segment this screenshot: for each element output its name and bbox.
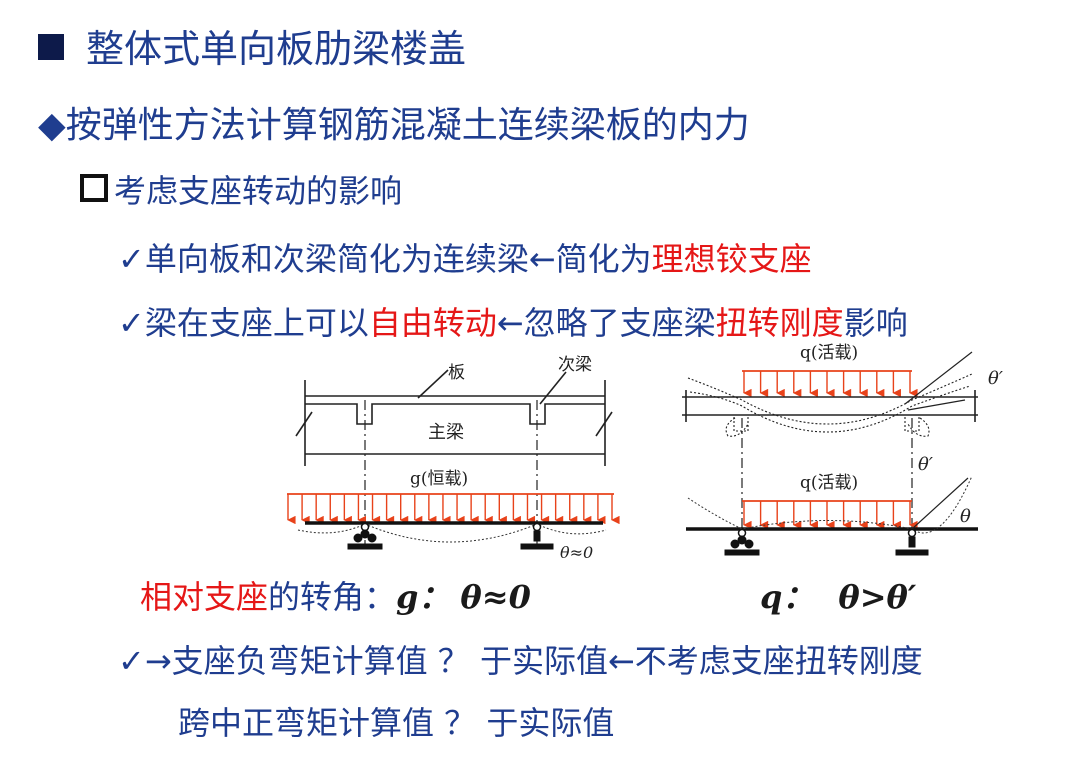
label-theta-bottom: θ (960, 506, 971, 527)
label-theta-prime-top: θ′ (988, 368, 1003, 389)
diamond-icon: ◆ (38, 105, 66, 146)
label-secondary-beam: 次梁 (558, 355, 592, 375)
right-deformed-shape (687, 373, 973, 437)
label-slab: 板 (448, 363, 465, 383)
checkmark-icon: ✓ (118, 304, 145, 342)
point-1: ✓单向板和次梁简化为连续梁←简化为理想铰支座 (118, 240, 812, 278)
filled-square-icon (38, 34, 64, 60)
right-live-load-arrows-bottom (743, 501, 918, 530)
right-support-2 (895, 528, 929, 556)
slide-heading: ◆按弹性方法计算钢筋混凝土连续梁板的内力 (38, 105, 750, 146)
point-3: ✓→支座负弯矩计算值 ？ 于实际值←不考虑支座扭转刚度 (118, 642, 923, 680)
point-4: 跨中正弯矩计算值 ？ 于实际值 (178, 704, 615, 742)
slide-title: 整体式单向板肋梁楼盖 (38, 18, 466, 73)
right-support-1 (724, 528, 760, 556)
hollow-square-icon (80, 174, 108, 202)
label-theta-prime-mid: θ′ (918, 454, 933, 475)
checkmark-icon: ✓ (118, 240, 145, 278)
label-angle-left: θ≈0 (560, 543, 593, 562)
q-line: q：θ>θ′ (760, 578, 917, 616)
label-main-beam: 主梁 (428, 422, 464, 443)
right-live-load-arrows-top (743, 371, 918, 398)
checkmark-icon: ✓ (118, 642, 145, 680)
left-support-1 (347, 522, 383, 550)
angle-line: 相对支座的转角：g：θ≈0 (140, 578, 531, 616)
label-dead-load: g(恒载) (410, 469, 468, 489)
label-live-load-top: q(活载) (800, 343, 858, 363)
right-structure-top (682, 351, 978, 528)
left-support-2 (520, 522, 554, 550)
point-2: ✓梁在支座上可以自由转动←忽略了支座梁扭转刚度影响 (118, 304, 908, 342)
label-live-load-bottom: q(活载) (800, 473, 858, 493)
slide-subheading: 考虑支座转动的影响 (80, 166, 402, 212)
left-dead-load-arrows (287, 494, 620, 525)
